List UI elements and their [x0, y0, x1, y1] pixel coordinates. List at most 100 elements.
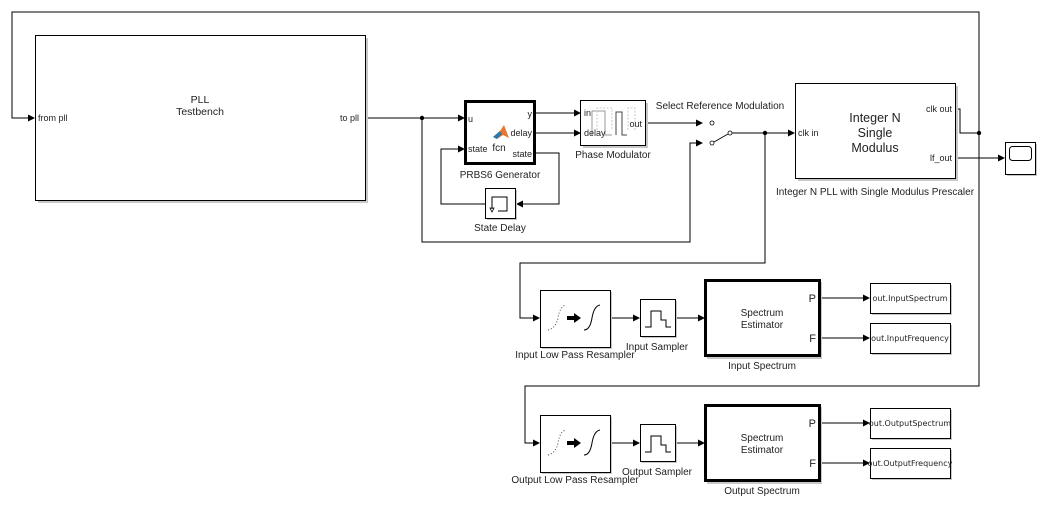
port-label-delay: delay [584, 128, 606, 138]
workspace-variable: out.OutputSpectrum [869, 419, 951, 428]
wire-prbs-state-to-delay[interactable] [522, 152, 560, 205]
arrowhead [633, 439, 640, 447]
block-label: Input Low Pass Resampler [515, 350, 635, 361]
block-title: PLL [191, 94, 210, 106]
arrowhead [696, 139, 703, 147]
switch-contact-lower [709, 140, 715, 146]
port-label-out: out [629, 119, 642, 129]
wire-reference-to-input-resampler[interactable] [519, 133, 766, 319]
block-prbs6-generator[interactable]: u state y delay state fcn PRBS6 Generato… [460, 100, 541, 182]
arrowhead [574, 129, 581, 137]
block-body [704, 404, 821, 482]
block-select-reference-modulation-switch[interactable]: Select Reference Modulation [656, 101, 784, 146]
block-title: Testbench [176, 106, 224, 118]
block-body [870, 283, 951, 314]
block-output-sampler[interactable]: Output Sampler [622, 424, 693, 479]
port-label-state-out: state [512, 149, 532, 159]
arrowhead [696, 119, 703, 127]
signal-lines [11, 11, 1005, 467]
block-body [704, 279, 821, 357]
block-scope[interactable] [1005, 142, 1038, 177]
block-title: Spectrum [741, 433, 784, 444]
matlab-logo-icon [493, 125, 509, 139]
wire-unmodulated-reference[interactable] [421, 118, 697, 243]
block-label: PRBS6 Generator [460, 170, 541, 181]
wire-delay-to-prbs-state[interactable] [440, 148, 485, 205]
zero-order-hold-icon [645, 435, 671, 453]
scope-screen-icon [1009, 146, 1032, 161]
arrowhead [516, 200, 523, 208]
port-label-in: in [584, 108, 591, 118]
block-body [870, 448, 951, 479]
port-label-p: P [809, 293, 816, 305]
pulse-waveform-icon [591, 107, 636, 136]
wire-clk-out-to-output-resampler[interactable] [524, 133, 980, 444]
block-label: State Delay [474, 223, 526, 234]
block-label: Select Reference Modulation [656, 101, 784, 112]
block-to-workspace-output-frequency[interactable]: out.OutputFrequency [868, 448, 953, 481]
block-label: Output Low Pass Resampler [511, 475, 639, 486]
port-label-delay: delay [510, 128, 532, 138]
switch-lever [713, 133, 729, 143]
block-label: Input Sampler [626, 342, 689, 353]
arrowhead [698, 439, 705, 447]
block-label: Output Spectrum [724, 486, 800, 497]
block-body [795, 83, 956, 179]
resampler-icon [547, 429, 601, 456]
arrowhead [458, 145, 465, 153]
switch-contact-upper [709, 120, 715, 126]
block-pll-testbench[interactable]: PLL Testbench from pll to pll [35, 35, 369, 204]
block-integer-n-pll[interactable]: Integer N Single Modulus clk in clk out … [776, 83, 975, 199]
port-label-y: y [528, 109, 533, 119]
block-output-low-pass-resampler[interactable]: Output Low Pass Resampler [511, 415, 639, 487]
arrowhead [998, 154, 1005, 162]
arrowhead [863, 459, 870, 467]
block-title: Modulus [851, 141, 898, 155]
block-body [870, 408, 951, 439]
port-label-p: P [809, 418, 816, 430]
wire-pll-clk-out[interactable] [956, 108, 979, 134]
workspace-variable: out.InputSpectrum [872, 294, 947, 303]
block-phase-modulator[interactable]: in delay out Phase Modulator [575, 100, 651, 162]
block-body [640, 299, 676, 337]
zero-order-hold-icon [645, 310, 671, 328]
block-input-sampler[interactable]: Input Sampler [626, 299, 689, 354]
block-to-workspace-output-spectrum[interactable]: out.OutputSpectrum [869, 408, 952, 441]
block-label: Integer N PLL with Single Modulus Presca… [776, 187, 975, 198]
arrowhead [574, 109, 581, 117]
arrowhead [863, 419, 870, 427]
block-title: Single [858, 126, 893, 140]
block-to-workspace-input-frequency[interactable]: out.InputFrequency [870, 323, 953, 356]
delay-icon-arrow [489, 207, 495, 213]
arrowhead [533, 314, 540, 322]
block-input-low-pass-resampler[interactable]: Input Low Pass Resampler [515, 290, 635, 362]
port-label-f: F [809, 333, 816, 345]
block-output-spectrum[interactable]: Spectrum Estimator P F Output Spectrum [704, 404, 823, 498]
block-to-workspace-input-spectrum[interactable]: out.InputSpectrum [870, 283, 953, 316]
block-title: Estimator [741, 320, 784, 331]
port-label-u: u [468, 114, 473, 124]
arrowhead [633, 314, 640, 322]
block-input-spectrum[interactable]: Spectrum Estimator P F Input Spectrum [704, 279, 823, 373]
wire-feedback-to-testbench[interactable] [11, 11, 980, 133]
block-body [640, 424, 676, 462]
arrowhead [28, 114, 35, 122]
block-label: Input Spectrum [728, 361, 796, 372]
arrowhead [863, 334, 870, 342]
resampler-icon [547, 304, 601, 331]
delay-icon [491, 196, 508, 212]
arrowhead [863, 294, 870, 302]
port-label-f: F [809, 458, 816, 470]
port-label-clk-in: clk in [798, 128, 819, 138]
block-state-delay[interactable]: State Delay [474, 188, 526, 235]
workspace-variable: out.OutputFrequency [868, 459, 953, 468]
port-label-from-pll: from pll [38, 113, 68, 123]
port-label-clk-out: clk out [926, 104, 953, 114]
block-title: Spectrum [741, 308, 784, 319]
port-label-to-pll: to pll [340, 113, 359, 123]
arrowhead [458, 114, 465, 122]
block-body [485, 188, 516, 219]
block-title: Integer N [849, 111, 900, 125]
block-label: Output Sampler [622, 467, 693, 478]
